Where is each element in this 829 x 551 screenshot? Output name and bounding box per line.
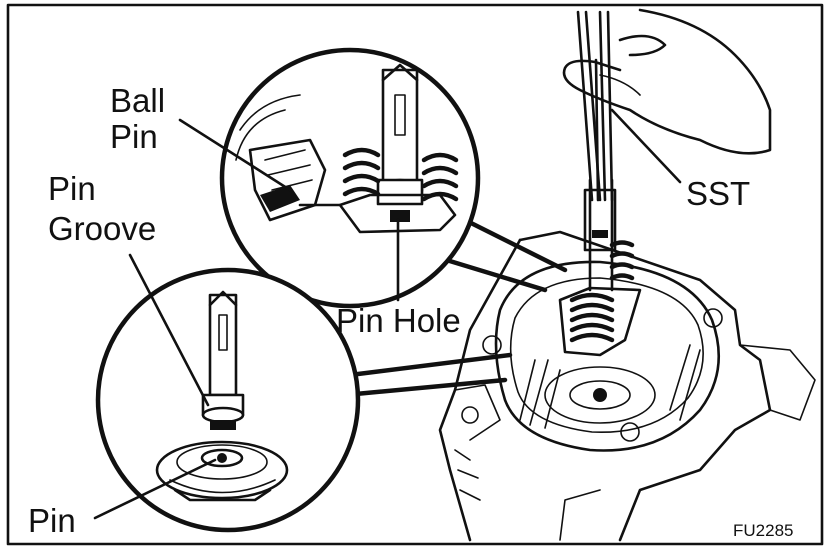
bolt-hole — [620, 422, 640, 442]
bolt-hole — [703, 308, 723, 328]
transfer-housing — [438, 230, 816, 542]
figure-code: FU2285 — [733, 521, 793, 540]
label-pin: Pin — [28, 502, 76, 539]
bolt-hole — [461, 406, 479, 424]
label-pin-groove-1: Pin — [48, 170, 96, 207]
top-magnifier — [219, 47, 568, 309]
leader-lines — [93, 108, 682, 520]
label-pin-hole: Pin Hole — [336, 302, 461, 339]
sst-tool — [576, 10, 614, 202]
leader-sst — [610, 108, 682, 184]
label-ball-pin: Pin — [110, 118, 158, 155]
bolt-hole — [482, 335, 502, 355]
label-sst: SST — [686, 175, 750, 212]
label-ball: Ball — [110, 82, 165, 119]
label-pin-groove-2: Groove — [48, 210, 156, 247]
hand — [562, 8, 772, 155]
bottom-magnifier — [95, 267, 513, 533]
callout-labels: Ball Pin Pin Groove SST Pin Hole Pin FU2… — [28, 82, 793, 540]
main-springs — [558, 178, 642, 357]
figure-frame — [6, 3, 824, 546]
leader-pin — [93, 458, 217, 520]
leader-pin-groove — [128, 253, 210, 407]
leader-ball-pin — [178, 118, 292, 192]
